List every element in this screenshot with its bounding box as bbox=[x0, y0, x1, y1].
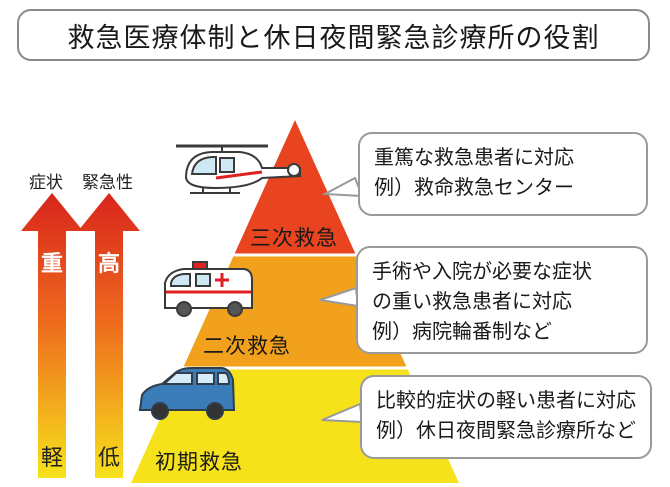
urgency-high-label: 高 bbox=[98, 252, 121, 277]
symptom-arrow bbox=[21, 193, 83, 478]
callout-line: 比較的症状の軽い患者に対応 bbox=[376, 388, 636, 412]
callout-line: 例）救命救急センター bbox=[374, 175, 574, 199]
callout-line: 手術や入院が必要な症状 bbox=[372, 259, 592, 283]
callout-line: 例）病院輪番制など bbox=[372, 319, 552, 343]
symptom-header: 症状 bbox=[29, 173, 63, 193]
callout-line: 例）休日夜間緊急診療所など bbox=[376, 418, 636, 442]
callout-secondary: 手術や入院が必要な症状 の重い救急患者に対応 例）病院輪番制など bbox=[356, 246, 648, 354]
tier-secondary-label: 二次救急 bbox=[203, 334, 291, 358]
callout-line: の重い救急患者に対応 bbox=[372, 289, 572, 313]
page-title: 救急医療体制と休日夜間緊急診療所の役割 bbox=[17, 9, 650, 61]
tier-primary-label: 初期救急 bbox=[155, 450, 243, 474]
ambulance-icon bbox=[164, 261, 253, 317]
car-icon bbox=[138, 367, 236, 420]
callout-tertiary: 重篤な救急患者に対応 例）救命救急センター bbox=[358, 132, 648, 216]
symptom-low-label: 軽 bbox=[41, 446, 64, 471]
urgency-arrow bbox=[78, 193, 140, 478]
symptom-high-label: 重 bbox=[41, 252, 64, 277]
urgency-low-label: 低 bbox=[98, 446, 121, 471]
urgency-header: 緊急性 bbox=[82, 173, 133, 193]
tier-1-shape bbox=[234, 120, 356, 255]
tier-tertiary-label: 三次救急 bbox=[250, 226, 338, 250]
callout-primary: 比較的症状の軽い患者に対応 例）休日夜間緊急診療所など bbox=[360, 375, 652, 459]
callout-line: 重篤な救急患者に対応 bbox=[374, 145, 574, 169]
helicopter-icon bbox=[176, 144, 301, 194]
